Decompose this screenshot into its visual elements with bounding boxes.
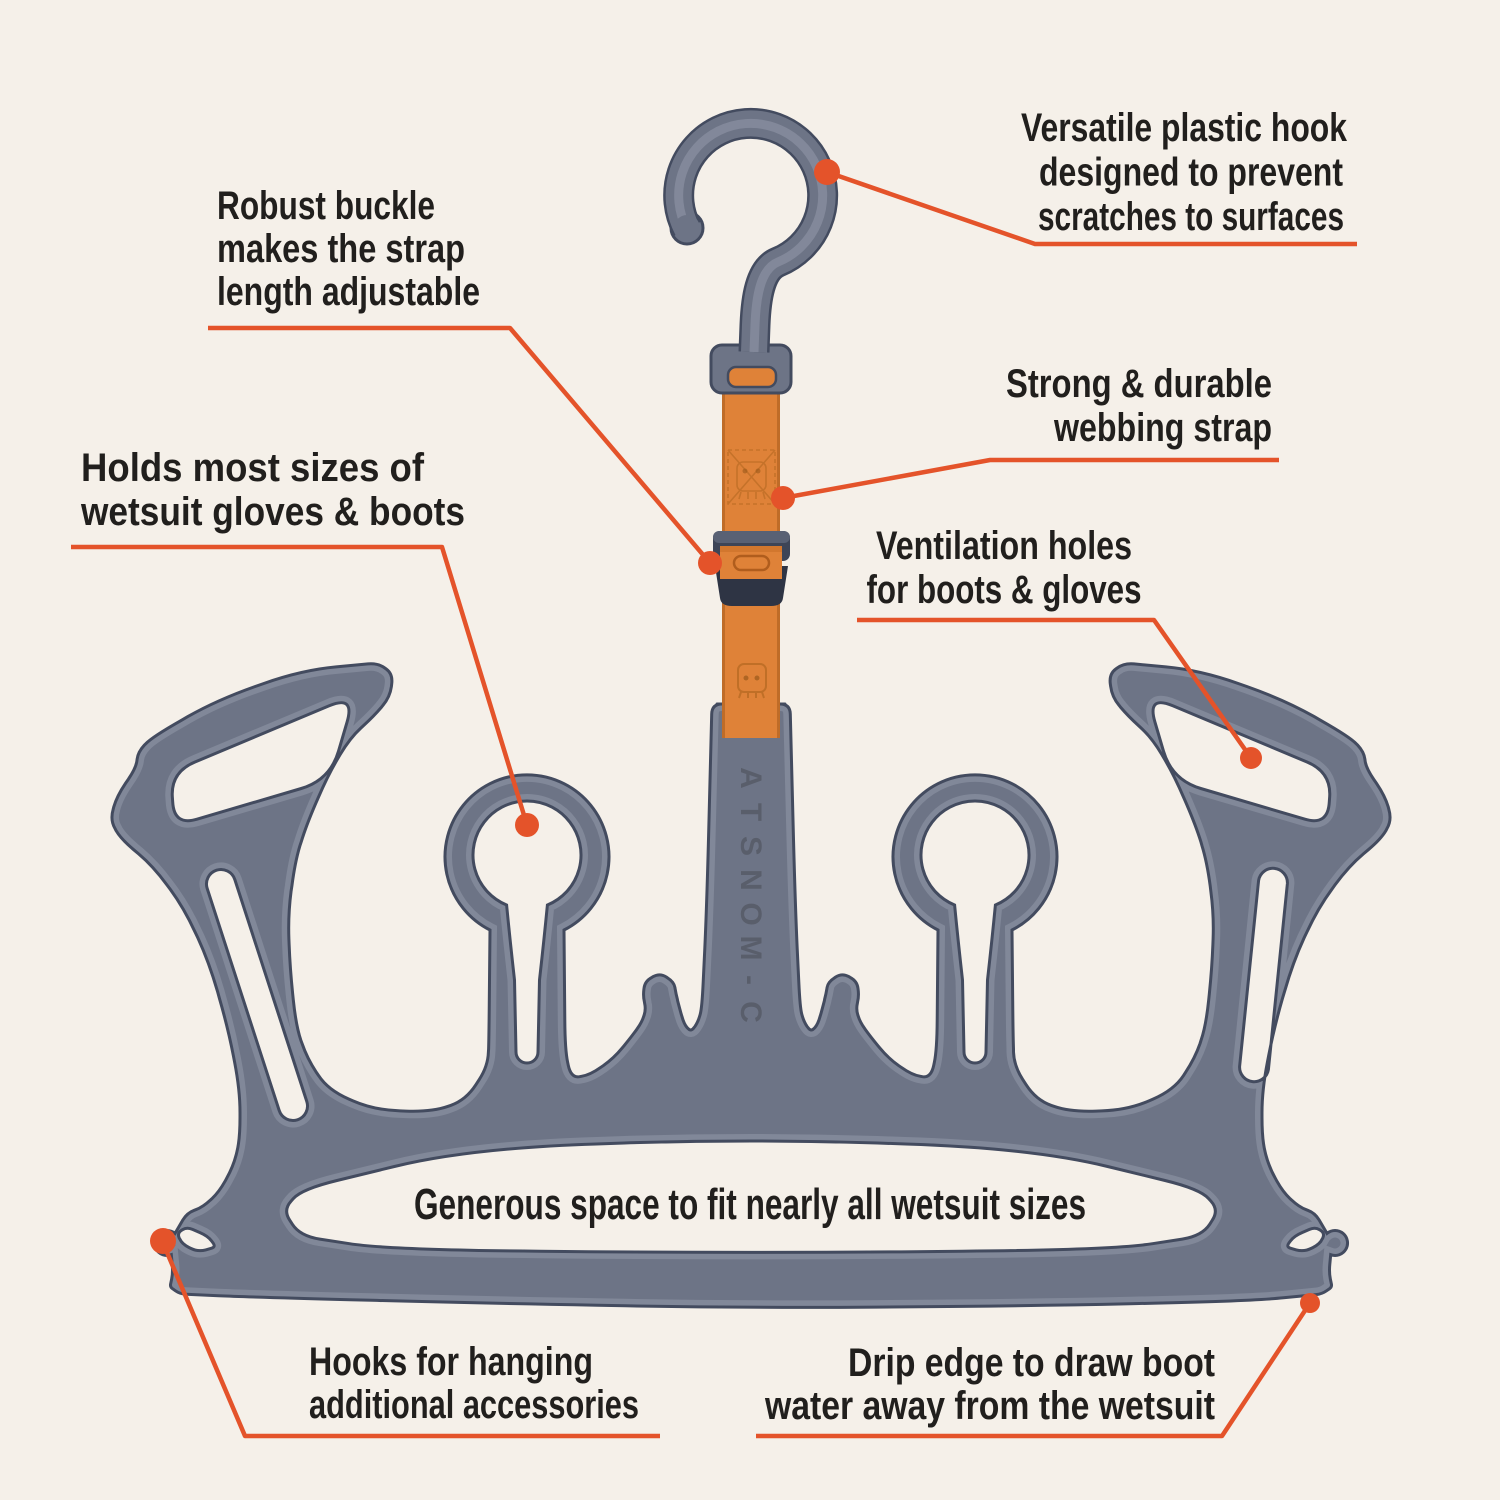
svg-text:S: S [734, 836, 767, 856]
svg-text:Drip edge to draw boot: Drip edge to draw boot [848, 1341, 1215, 1385]
svg-text:length adjustable: length adjustable [217, 270, 480, 314]
svg-text:Robust buckle: Robust buckle [217, 184, 435, 228]
svg-text:designed to prevent: designed to prevent [1039, 151, 1343, 195]
svg-text:wetsuit gloves & boots: wetsuit gloves & boots [80, 490, 465, 534]
svg-text:A: A [734, 767, 767, 789]
svg-text:water away from the wetsuit: water away from the wetsuit [764, 1384, 1215, 1428]
svg-text:webbing strap: webbing strap [1053, 406, 1272, 450]
svg-text:T: T [734, 803, 767, 821]
svg-text:N: N [734, 869, 767, 891]
svg-text:scratches to surfaces: scratches to surfaces [1038, 195, 1344, 239]
svg-text:Ventilation holes: Ventilation holes [876, 524, 1132, 568]
svg-text:makes the strap: makes the strap [217, 227, 465, 271]
svg-text:-: - [734, 975, 767, 985]
svg-text:Strong & durable: Strong & durable [1006, 362, 1272, 406]
svg-text:C: C [734, 1001, 767, 1023]
svg-text:additional accessories: additional accessories [309, 1383, 639, 1427]
svg-text:O: O [734, 902, 767, 925]
svg-text:Hooks for hanging: Hooks for hanging [309, 1340, 593, 1384]
svg-text:for boots & gloves: for boots & gloves [867, 568, 1142, 612]
svg-text:M: M [734, 936, 767, 961]
svg-text:Versatile plastic hook: Versatile plastic hook [1021, 106, 1348, 150]
svg-text:Generous space to fit nearly a: Generous space to fit nearly all wetsuit… [414, 1180, 1086, 1229]
svg-text:Holds most sizes of: Holds most sizes of [81, 446, 425, 490]
